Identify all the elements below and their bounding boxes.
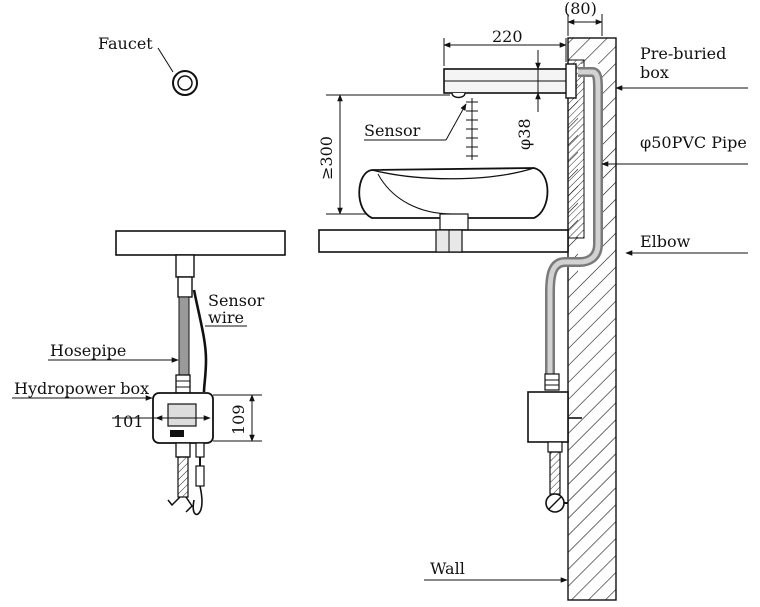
hydropower-box-label: Hydropower box <box>14 379 149 398</box>
pre-buried-label-2: box <box>640 63 669 82</box>
wall-hydropower-box <box>527 373 582 513</box>
sensor-head <box>451 92 466 99</box>
dim-phi38: φ38 <box>515 118 534 150</box>
faucet-side-view: 220 φ38 ≥300 Sensor <box>317 27 577 215</box>
sensor-leader <box>445 103 467 141</box>
hosepipe-label: Hosepipe <box>50 341 126 360</box>
inlet-thread <box>177 456 189 498</box>
basin <box>318 167 569 253</box>
sensor-wire-label-1: Sensor <box>208 291 265 310</box>
pipe-inner <box>547 69 601 382</box>
inlet-valve <box>167 496 193 513</box>
dim-80: (80) <box>564 0 597 18</box>
dim-109: 109 <box>229 404 248 435</box>
left-assembly: 101 109 Sensor wire Hosepipe Hydropower … <box>12 230 286 516</box>
right-labels: Pre-buried box φ50PVC Pipe Elbow Wall <box>424 44 748 583</box>
threaded-shank <box>175 254 195 278</box>
hydropower-box-side <box>527 391 569 443</box>
drain <box>439 213 469 231</box>
basin-outer <box>358 167 549 219</box>
sensor-label: Sensor <box>364 121 421 140</box>
bottom-connector <box>175 442 191 458</box>
faucet-inner-ring <box>177 75 193 91</box>
dim-101: 101 <box>113 412 144 431</box>
pvc-pipe <box>545 67 603 382</box>
pvc-pipe-label: φ50PVC Pipe <box>640 133 747 152</box>
top-connector <box>175 374 191 394</box>
faucet-outer-ring <box>172 70 198 96</box>
box-indicator <box>170 430 184 437</box>
dim-300: ≥300 <box>317 136 336 180</box>
shank-nut <box>177 276 193 298</box>
inlet-thread-right <box>549 451 561 495</box>
elbow-label: Elbow <box>640 232 691 251</box>
basin-rim <box>371 167 535 180</box>
box-window <box>167 403 197 427</box>
counter-slab-left <box>115 230 286 256</box>
faucet-label: Faucet <box>98 34 153 53</box>
faucet-top-view: Faucet <box>98 34 198 96</box>
faucet-leader <box>157 47 174 73</box>
wire-plug-housing <box>195 442 205 458</box>
sensor-wire-label-2: wire <box>208 308 244 327</box>
hosepipe <box>178 296 190 376</box>
wall-flange <box>565 63 577 99</box>
pre-buried-box-section <box>567 59 585 239</box>
dim-220: 220 <box>492 27 523 46</box>
sensor-wire <box>192 289 208 393</box>
pre-buried-label-1: Pre-buried <box>640 44 726 63</box>
wall-label: Wall <box>430 559 465 578</box>
wire-plug <box>195 465 205 487</box>
plug-cable <box>192 485 203 516</box>
